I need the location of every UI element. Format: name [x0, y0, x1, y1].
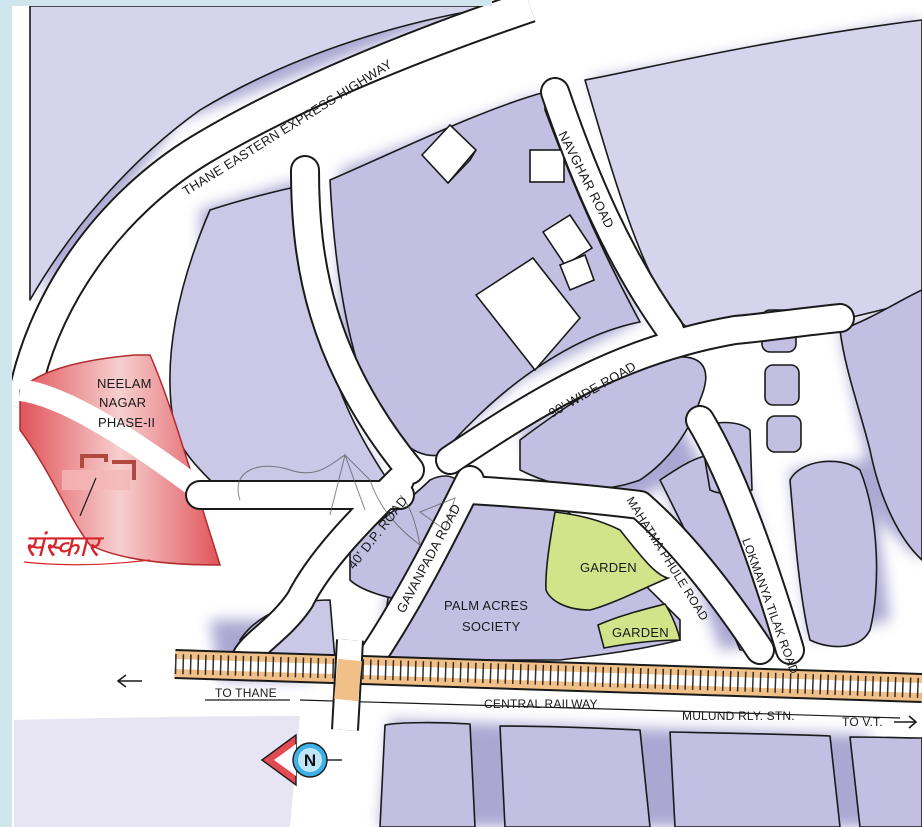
neelam-label-1: NEELAM — [97, 376, 152, 391]
minor-paths — [237, 453, 456, 547]
brand-logo: संस्कार — [24, 529, 105, 564]
building-footprints — [420, 123, 596, 372]
central-railway-label: CENTRAL RAILWAY — [484, 697, 598, 711]
location-map: THANE EASTERN EXPRESS HIGHWAY NAVGHAR RO… — [12, 0, 922, 827]
city-blocks — [14, 5, 922, 827]
palm-acres-label-2: SOCIETY — [462, 619, 521, 634]
to-thane-label: TO THANE — [215, 686, 277, 700]
garden-area-2 — [597, 603, 681, 649]
brand-underline — [23, 559, 151, 566]
garden-area-1 — [545, 511, 671, 611]
arrow-left-icon — [116, 674, 142, 688]
highway-road — [12, 0, 536, 411]
palm-acres-label-1: PALM ACRES — [444, 598, 528, 613]
neelam-label-3: PHASE-II — [98, 415, 155, 430]
top-frame-strip — [12, 0, 492, 6]
to-vt-label: TO V.T. — [842, 715, 883, 729]
garden-label-1: GARDEN — [580, 560, 637, 575]
compass-north-icon: N — [260, 733, 342, 787]
arrow-right-icon — [894, 715, 918, 729]
garden-label-2: GARDEN — [612, 625, 669, 640]
neelam-label-2: NAGAR — [99, 395, 146, 410]
road-network — [185, 77, 855, 675]
map-canvas: THANE EASTERN EXPRESS HIGHWAY NAVGHAR RO… — [12, 0, 922, 827]
project-location-marker-icon — [79, 454, 136, 517]
gardens — [545, 511, 681, 649]
mulund-station-label: MULUND RLY. STN. — [682, 709, 795, 723]
level-crossing-road — [331, 639, 364, 731]
railway-line — [174, 649, 922, 719]
compass-letter: N — [304, 751, 316, 770]
